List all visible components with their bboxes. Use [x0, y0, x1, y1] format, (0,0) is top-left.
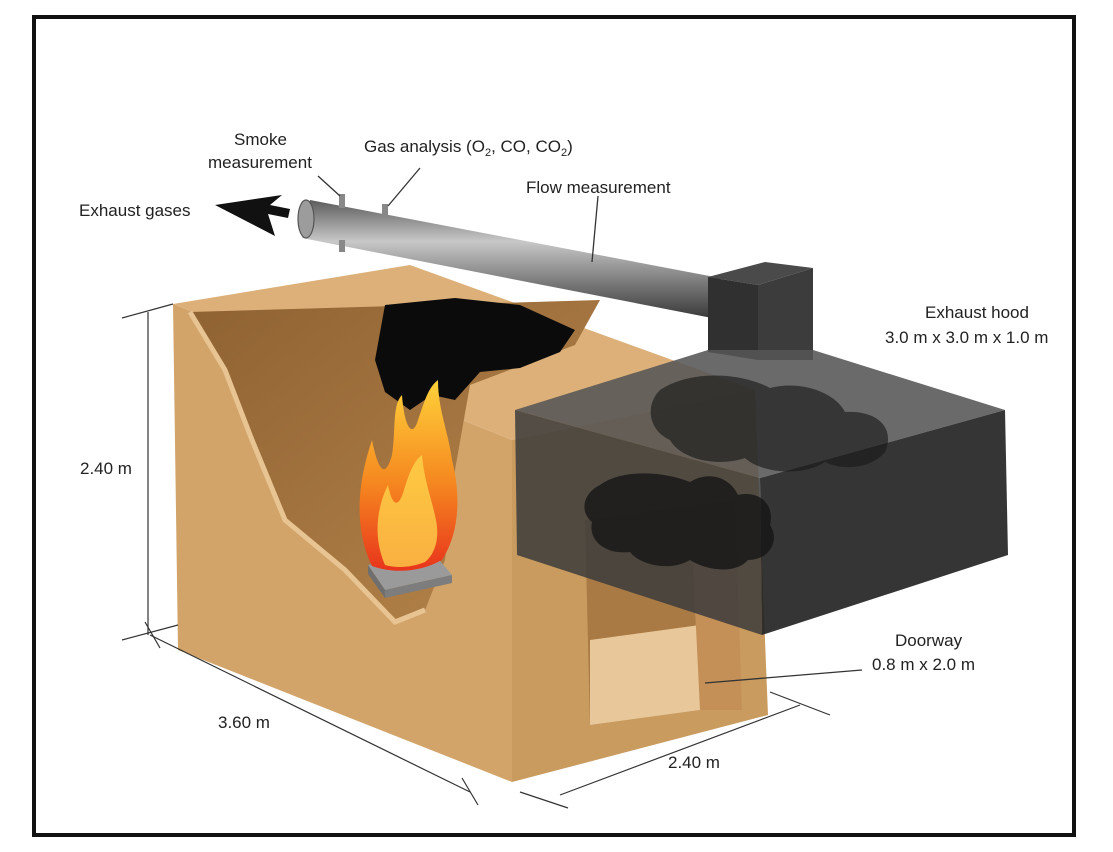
- smoke-probe: [339, 194, 345, 208]
- exhaust-hood: [515, 262, 1008, 635]
- exhaust-arrow-icon: [215, 195, 290, 236]
- exhaust-duct: [297, 194, 720, 318]
- exhaust-hood-size: 3.0 m x 3.0 m x 1.0 m: [885, 328, 1048, 347]
- exhaust-hood-label: Exhaust hood: [925, 303, 1029, 322]
- exhaust-gases-label: Exhaust gases: [79, 201, 191, 220]
- gas-analysis-label: Gas analysis (O2, CO, CO2): [364, 137, 573, 159]
- dimension-lines: [121, 303, 831, 809]
- flow-measurement-label: Flow measurement: [526, 178, 671, 197]
- width-dimension-label: 2.40 m: [668, 753, 720, 772]
- length-dimension-label: 3.60 m: [218, 713, 270, 732]
- fire-source: [359, 380, 458, 598]
- leader-lines: [317, 167, 863, 684]
- ceiling-smoke-layer: [375, 298, 575, 410]
- gas-probe: [382, 204, 388, 216]
- height-dimension-label: 2.40 m: [80, 459, 132, 478]
- duct-outlet: [297, 199, 315, 239]
- smoke-label-line2: measurement: [208, 153, 312, 172]
- doorway-size: 0.8 m x 2.0 m: [872, 655, 975, 674]
- smoke-plume: [584, 473, 774, 570]
- smoke-label-line1: Smoke: [234, 130, 287, 149]
- doorway-label: Doorway: [895, 631, 963, 650]
